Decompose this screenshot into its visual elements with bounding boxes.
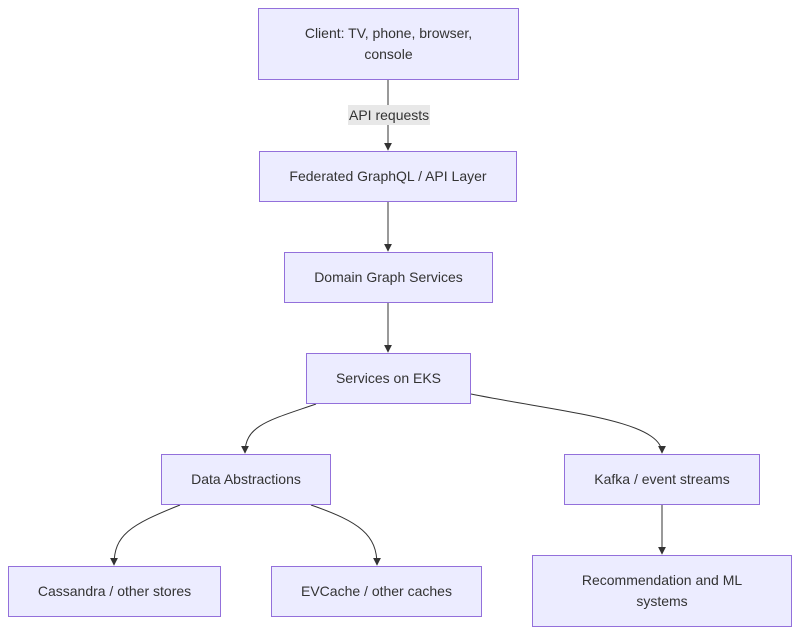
node-kafka-label: Kafka / event streams [594,471,730,487]
node-services-on-eks-label: Services on EKS [335,370,442,386]
node-client[interactable]: Client: TV, phone, browser, console [258,8,519,80]
node-recommendation[interactable]: Recommendation and ML systems [532,555,792,627]
node-evcache[interactable]: EVCache / other caches [271,566,482,617]
node-domain-graph-services-label: Domain Graph Services [314,269,463,285]
node-services-on-eks[interactable]: Services on EKS [306,353,471,404]
node-evcache-label: EVCache / other caches [301,583,452,599]
node-api-layer[interactable]: Federated GraphQL / API Layer [259,151,517,202]
edge-data-to-cassandra [110,504,181,566]
edge-eks-to-kafka [470,393,666,454]
node-cassandra-label: Cassandra / other stores [37,583,192,599]
node-data-abstractions-label: Data Abstractions [191,471,301,487]
edge-data-to-evcache [310,504,381,566]
node-client-label: Client: TV, phone, browser, console [304,25,473,62]
node-domain-graph-services[interactable]: Domain Graph Services [284,252,493,303]
node-data-abstractions[interactable]: Data Abstractions [161,454,331,505]
edge-label-api-requests: API requests [348,105,431,125]
node-recommendation-label: Recommendation and ML systems [581,572,743,609]
node-kafka[interactable]: Kafka / event streams [564,454,760,505]
node-cassandra[interactable]: Cassandra / other stores [8,566,221,617]
node-api-layer-label: Federated GraphQL / API Layer [289,168,487,184]
edge-eks-to-data [241,403,317,454]
